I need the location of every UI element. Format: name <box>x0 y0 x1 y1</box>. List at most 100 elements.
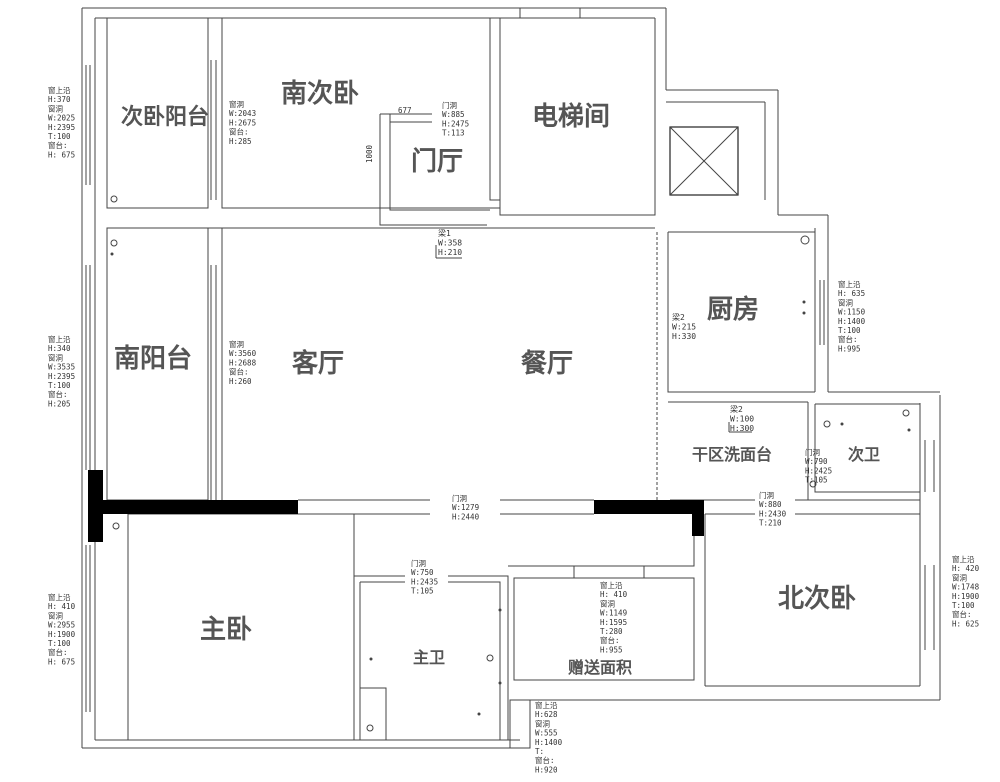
note-line: T: <box>535 747 544 756</box>
room-north-second-bedroom: 北次卧 <box>778 584 856 614</box>
room-master-bathroom: 主卫 <box>413 648 445 667</box>
note-line: 窗台: <box>48 140 68 150</box>
beam-markers <box>435 245 752 433</box>
note-line: 窗洞 <box>229 99 244 109</box>
note-line: H: 625 <box>952 619 979 628</box>
note-line: T:100 <box>48 381 71 390</box>
note-line: W:215 <box>672 323 696 332</box>
note-line: W:880 <box>759 500 782 509</box>
note-line: W:3560 <box>229 349 257 358</box>
note-line: H:1900 <box>952 592 980 601</box>
note-line: W:2043 <box>229 109 256 118</box>
note-line: 窗洞 <box>838 297 853 307</box>
note-line: H:628 <box>535 710 558 719</box>
room-living-room: 客厅 <box>292 348 344 379</box>
note-line: H:995 <box>838 344 861 353</box>
note-line: 窗上沿 <box>48 85 71 95</box>
note-line: 窗洞 <box>48 103 63 113</box>
note-line: 窗台: <box>535 755 555 765</box>
note-line: H:205 <box>48 399 71 408</box>
note-line: 窗洞 <box>48 352 63 362</box>
note-line: H: 410 <box>600 590 628 599</box>
note-line: 梁1 <box>438 229 451 238</box>
note-line: 窗台: <box>48 389 68 399</box>
note-line: H:2395 <box>48 372 75 381</box>
note-line: W:1150 <box>838 308 866 317</box>
room-second-bedroom-balcony: 次卧阳台 <box>121 104 209 130</box>
room-south-balcony: 南阳台 <box>114 343 192 374</box>
note-line: W:790 <box>805 457 828 466</box>
note-line: 窗上沿 <box>535 700 558 710</box>
note-line: 窗洞 <box>952 572 967 582</box>
note-line: T:100 <box>48 639 71 648</box>
note-line: T:113 <box>442 129 465 138</box>
note-line: H:955 <box>600 645 623 654</box>
note-line: W:555 <box>535 729 558 738</box>
note-line: 窗上沿 <box>952 554 975 564</box>
note-line: 门洞 <box>805 448 820 457</box>
note-line: T:280 <box>600 627 623 636</box>
note-line: H:920 <box>535 765 558 774</box>
note-line: 窗洞 <box>229 339 244 349</box>
note-line: H: 420 <box>952 564 980 573</box>
room-kitchen: 厨房 <box>707 295 759 325</box>
note-line: T:100 <box>48 132 71 141</box>
note-line: 门洞 <box>759 491 774 500</box>
load-bearing-walls <box>88 470 704 542</box>
note-line: 窗上沿 <box>600 580 623 590</box>
note-line: H:2435 <box>411 577 438 586</box>
note-line: 窗上沿 <box>48 334 71 344</box>
note-line: H:300 <box>730 424 754 433</box>
room-elevator-hall: 电梯间 <box>532 102 610 132</box>
note-line: H:285 <box>229 137 252 146</box>
note-line: 门洞 <box>452 494 467 503</box>
note-line: H:370 <box>48 95 71 104</box>
note-line: W:1149 <box>600 609 627 618</box>
note-line: H:1900 <box>48 630 76 639</box>
note-line: H: 675 <box>48 657 75 666</box>
note-line: H:260 <box>229 377 252 386</box>
note-line: W:750 <box>411 568 434 577</box>
note-line: H:1400 <box>535 738 563 747</box>
note-line: 窗台: <box>952 609 972 619</box>
note-line: W:1748 <box>952 583 980 592</box>
note-line: H: 675 <box>48 150 75 159</box>
room-master-bedroom: 主卧 <box>200 615 252 645</box>
room-dry-area-sink: 干区洗面台 <box>692 445 772 464</box>
note-line: 窗台: <box>229 127 249 137</box>
note-line: H:2425 <box>805 466 832 475</box>
note-line: H:340 <box>48 344 71 353</box>
note-line: 窗洞 <box>600 598 615 608</box>
note-line: W:885 <box>442 110 465 119</box>
note-line: 梁2 <box>730 405 743 414</box>
floor-drain-icon <box>110 195 911 732</box>
note-line: T:210 <box>759 519 782 528</box>
note-line: 梁2 <box>672 313 685 322</box>
note-line: H:210 <box>438 248 462 257</box>
note-line: 窗洞 <box>535 718 550 728</box>
note-line: H:2430 <box>759 509 787 518</box>
note-line: H:2675 <box>229 118 256 127</box>
foyer-dim-width: 677 <box>398 106 412 115</box>
note-line: H: 410 <box>48 602 76 611</box>
room-south-second-bedroom: 南次卧 <box>281 79 359 109</box>
note-line: H: 635 <box>838 289 865 298</box>
note-line: 窗上沿 <box>838 279 861 289</box>
note-line: W:100 <box>730 415 754 424</box>
note-line: H:2395 <box>48 123 75 132</box>
